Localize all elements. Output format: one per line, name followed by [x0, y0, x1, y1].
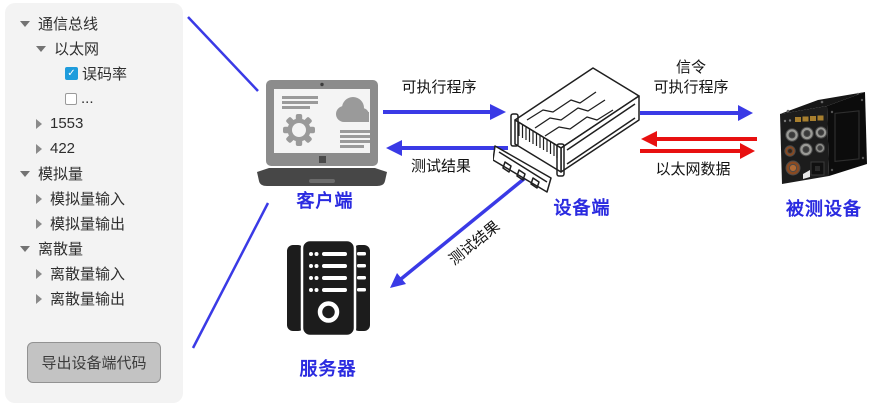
chevron-right-icon[interactable] — [36, 193, 42, 204]
tree-item-bit-error-rate[interactable]: 误码率 — [5, 61, 183, 86]
tree-item-discrete-output[interactable]: 离散量输出 — [5, 286, 183, 311]
dut-box-icon — [772, 78, 872, 188]
export-device-code-button[interactable]: 导出设备端代码 — [27, 342, 161, 383]
arrow-dut-to-device-red — [641, 131, 757, 147]
flow-label-test-result: 测试结果 — [410, 158, 471, 175]
leader-line-button-to-client — [191, 202, 270, 349]
tree-item-analog[interactable]: 模拟量 — [5, 161, 183, 186]
chevron-right-icon[interactable] — [36, 268, 42, 279]
arrow-device-to-client — [386, 140, 508, 156]
chevron-right-icon[interactable] — [36, 293, 42, 304]
test-item-tree-panel: 通信总线 以太网 误码率 ... 1553 422 模拟量 模拟量输入 — [5, 3, 183, 403]
arrow-client-to-device — [383, 104, 506, 120]
tree-item-comm-bus[interactable]: 通信总线 — [5, 11, 183, 36]
arrow-device-to-dut — [640, 105, 753, 121]
server-tower-icon — [286, 238, 371, 341]
chevron-down-icon[interactable] — [20, 20, 30, 27]
chevron-right-icon[interactable] — [36, 143, 42, 154]
arrow-device-to-dut-red — [640, 143, 755, 159]
tree-item-ethernet[interactable]: 以太网 — [5, 36, 183, 61]
tree-item-422[interactable]: 422 — [5, 136, 183, 161]
tree-item-discrete[interactable]: 离散量 — [5, 236, 183, 261]
flow-label-signal-executable: 信令可执行程序 — [653, 59, 729, 96]
chevron-down-icon[interactable] — [20, 170, 30, 177]
dut-label: 被测设备 — [786, 199, 862, 219]
chevron-down-icon[interactable] — [36, 45, 46, 52]
flow-label-test-result-diagonal: 测试结果 — [445, 217, 504, 269]
tree-item-more[interactable]: ... — [5, 86, 183, 111]
tree-item-analog-output[interactable]: 模拟量输出 — [5, 211, 183, 236]
device-label: 设备端 — [553, 198, 611, 218]
chevron-down-icon[interactable] — [20, 245, 30, 252]
flow-label-ethernet-data: 以太网数据 — [655, 161, 731, 178]
client-label: 客户端 — [296, 191, 354, 211]
leader-line-tree-to-client — [187, 16, 259, 92]
tree-item-discrete-input[interactable]: 离散量输入 — [5, 261, 183, 286]
chevron-right-icon[interactable] — [36, 218, 42, 229]
chevron-right-icon[interactable] — [36, 118, 42, 129]
flow-label-executable: 可执行程序 — [401, 79, 477, 96]
device-chassis-icon — [492, 56, 643, 196]
checkbox-checked-icon[interactable] — [65, 67, 78, 80]
server-label: 服务器 — [299, 359, 357, 379]
tree-item-analog-input[interactable]: 模拟量输入 — [5, 186, 183, 211]
client-laptop-icon — [252, 80, 392, 192]
checkbox-unchecked-icon[interactable] — [65, 92, 77, 105]
tree-item-1553[interactable]: 1553 — [5, 111, 183, 136]
